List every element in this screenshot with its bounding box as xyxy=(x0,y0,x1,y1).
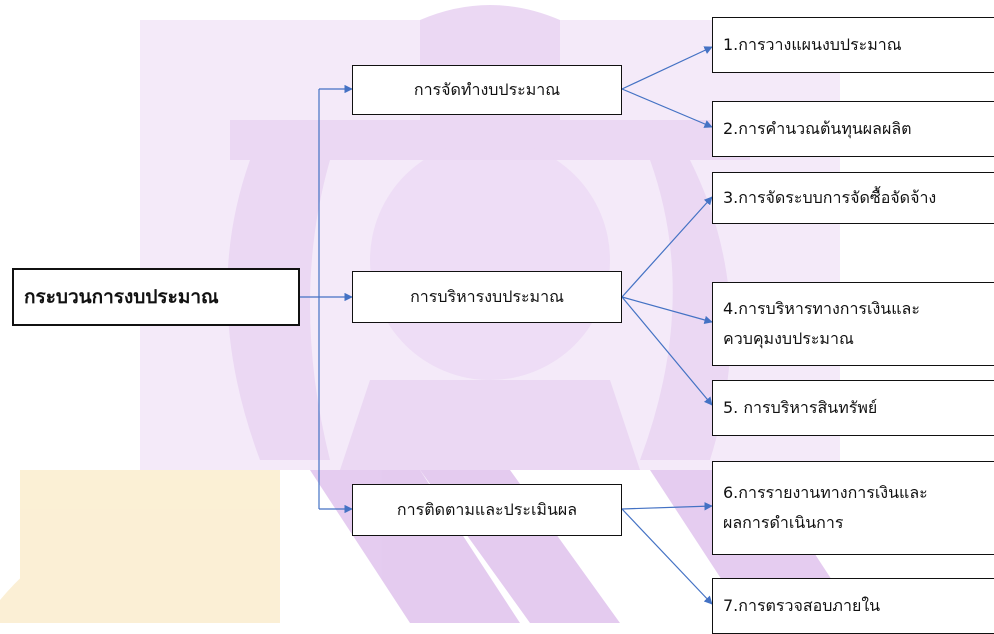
stage-label: การบริหารงบประมาณ xyxy=(410,286,564,306)
task-label-line1: 4.การบริหารทางการเงินและ xyxy=(723,298,920,318)
stage-box-monitoring: การติดตามและประเมินผล xyxy=(352,484,622,536)
task-box-2: 2.การคำนวณต้นทุนผลผลิต xyxy=(712,101,994,157)
connector-task-1 xyxy=(621,46,713,90)
task-label: 1.การวางแผนงบประมาณ xyxy=(723,34,902,54)
task-box-3: 3.การจัดระบบการจัดซื้อจัดจ้าง xyxy=(712,172,994,224)
task-label: 5. การบริหารสินทรัพย์ xyxy=(723,397,878,417)
task-label: 2.การคำนวณต้นทุนผลผลิต xyxy=(723,118,912,138)
task-box-7: 7.การตรวจสอบภายใน xyxy=(712,578,994,634)
connector-task-3 xyxy=(621,196,713,298)
task-label: 3.การจัดระบบการจัดซื้อจัดจ้าง xyxy=(723,187,937,207)
task-box-4: 4.การบริหารทางการเงินและ ควบคุมงบประมาณ xyxy=(712,282,994,366)
task-label-line2: ผลการดำเนินการ xyxy=(723,513,844,532)
task-box-5: 5. การบริหารสินทรัพย์ xyxy=(712,380,994,436)
task-label: 7.การตรวจสอบภายใน xyxy=(723,595,881,615)
stage-label: การจัดทำงบประมาณ xyxy=(413,79,561,99)
stage-box-planning: การจัดทำงบประมาณ xyxy=(352,65,622,115)
connector-task-5 xyxy=(621,296,713,406)
connector-task-4 xyxy=(621,296,713,325)
task-label-line1: 6.การรายงานทางการเงินและ xyxy=(723,482,928,502)
task-label-line2: ควบคุมงบประมาณ xyxy=(723,329,854,348)
connector-task-7 xyxy=(621,508,713,605)
connector-task-2 xyxy=(621,88,713,128)
stage-box-management: การบริหารงบประมาณ xyxy=(352,271,622,323)
task-box-1: 1.การวางแผนงบประมาณ xyxy=(712,17,994,73)
root-box: กระบวนการงบประมาณ xyxy=(12,268,300,326)
connector-task-6 xyxy=(621,502,713,511)
root-label: กระบวนการงบประมาณ xyxy=(24,285,219,308)
stage-label: การติดตามและประเมินผล xyxy=(396,499,578,519)
task-box-6: 6.การรายงานทางการเงินและ ผลการดำเนินการ xyxy=(712,461,994,555)
